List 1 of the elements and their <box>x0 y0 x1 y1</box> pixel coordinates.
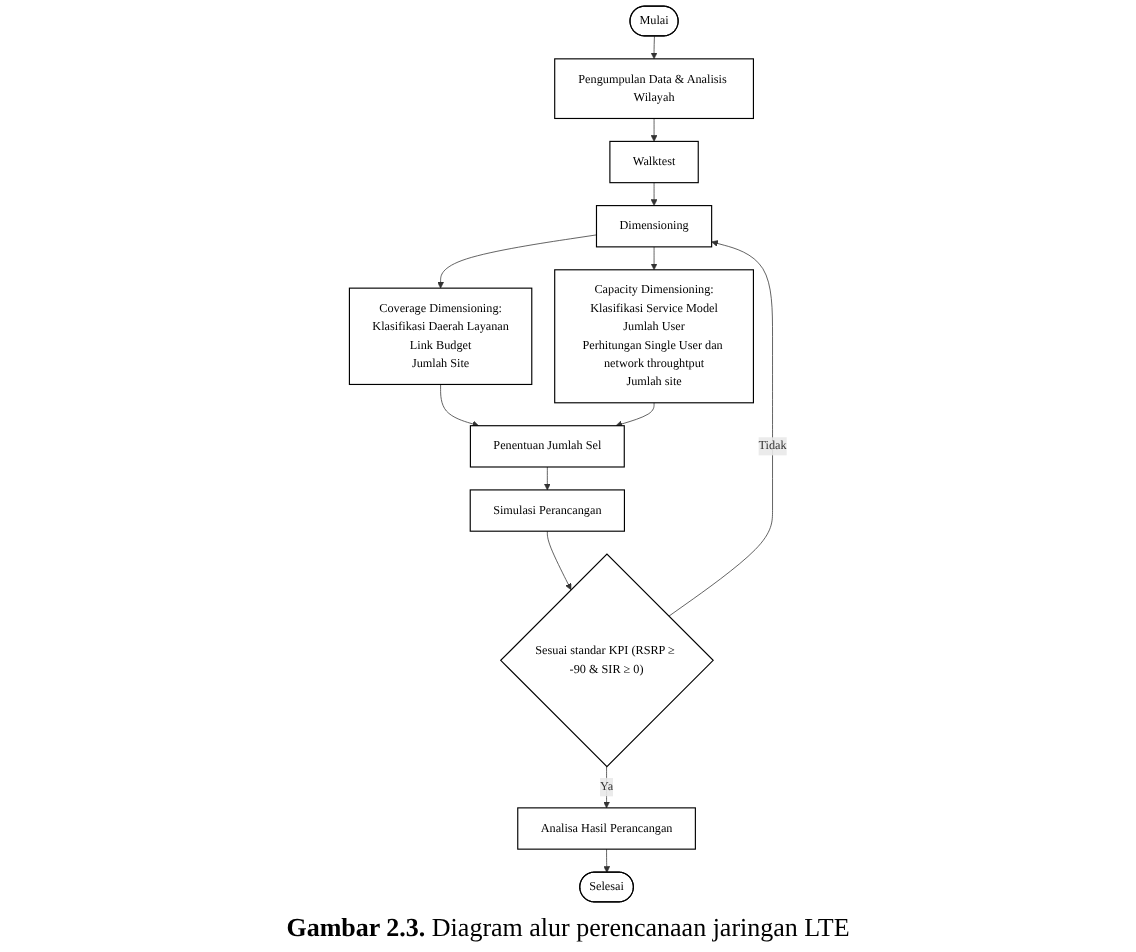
figure-caption: Gambar 2.3. Diagram alur perencanaan jaringan LTE <box>286 910 850 946</box>
